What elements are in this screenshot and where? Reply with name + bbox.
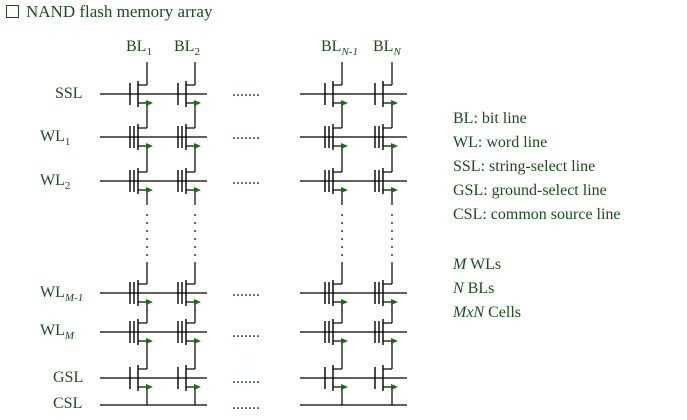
vertical-ellipsis-dot-c4 <box>391 214 393 216</box>
count-cells: MxN Cells <box>453 304 521 321</box>
vertical-ellipsis-dot-c4 <box>391 230 393 232</box>
vertical-ellipsis-dot-c3 <box>341 230 343 232</box>
transistor-c4-ssl-arrow <box>391 100 398 106</box>
legend-wl: WL: word line <box>453 134 548 151</box>
transistor-c4-gsl-arrow <box>391 384 398 390</box>
vertical-ellipsis-dot-c1 <box>146 230 148 232</box>
transistor-c3-ssl-arrow <box>341 100 348 106</box>
row-label-ssl: SSL <box>55 85 83 102</box>
transistor-c4-wlm-arrow <box>391 338 398 344</box>
transistor-c2-wlm-1-arrow <box>194 299 201 305</box>
transistor-c1-wl1-arrow <box>146 143 153 149</box>
ellipsis-wlm: ....... <box>232 324 260 341</box>
vertical-ellipsis-dot-c3 <box>341 246 343 248</box>
vertical-ellipsis-dot-c3 <box>341 238 343 240</box>
transistor-c3-wl1-arrow <box>341 143 348 149</box>
ellipsis-ssl: ....... <box>232 83 260 100</box>
legend-gsl: GSL: ground-select line <box>453 182 607 199</box>
vertical-ellipsis-dot-c1 <box>146 238 148 240</box>
transistor-c3-wlm-1-arrow <box>341 299 348 305</box>
ellipsis-wl2: ....... <box>232 171 260 188</box>
ellipsis-wl1: ....... <box>232 126 260 143</box>
transistor-c3-wlm-arrow <box>341 338 348 344</box>
vertical-ellipsis-dot-c2 <box>194 222 196 224</box>
checkbox-bullet-icon <box>6 5 19 18</box>
transistor-c3-gsl-arrow <box>341 384 348 390</box>
ellipsis-csl: ....... <box>232 396 260 413</box>
transistor-c4-wlm-1-arrow <box>391 299 398 305</box>
count-bls: N BLs <box>453 280 495 297</box>
row-label-gsl: GSL <box>53 369 84 386</box>
vertical-ellipsis-dot-c3 <box>341 222 343 224</box>
column-label-bl2: BL2 <box>174 38 200 58</box>
transistor-c1-wlm-1-arrow <box>146 299 153 305</box>
row-label-wl2: WL2 <box>40 172 71 192</box>
row-label-wl1: WL1 <box>40 128 71 148</box>
transistor-c2-ssl-arrow <box>194 100 201 106</box>
transistor-c2-wl1-arrow <box>194 143 201 149</box>
vertical-ellipsis-dot-c2 <box>194 254 196 256</box>
transistor-c1-wl2-arrow <box>146 187 153 193</box>
vertical-ellipsis-dot-c2 <box>194 238 196 240</box>
ellipsis-wlm-1: ....... <box>232 283 260 300</box>
vertical-ellipsis-dot-c4 <box>391 238 393 240</box>
transistor-c2-wl2-arrow <box>194 187 201 193</box>
vertical-ellipsis-dot-c1 <box>146 222 148 224</box>
vertical-ellipsis-dot-c2 <box>194 214 196 216</box>
vertical-ellipsis-dot-c4 <box>391 222 393 224</box>
column-label-bln: BLN <box>373 38 401 58</box>
row-label-wlm-1: WLM-1 <box>40 284 84 304</box>
vertical-ellipsis-dot-c1 <box>146 254 148 256</box>
transistor-c4-wl2-arrow <box>391 187 398 193</box>
legend-ssl: SSL: string-select line <box>453 158 596 175</box>
transistor-c2-gsl-arrow <box>194 384 201 390</box>
title-text: NAND flash memory array <box>26 2 213 21</box>
legend-bl: BL: bit line <box>453 110 527 127</box>
column-label-bln-1: BLN-1 <box>321 38 358 58</box>
vertical-ellipsis-dot-c3 <box>341 214 343 216</box>
legend-csl: CSL: common source line <box>453 206 621 223</box>
count-wls: M WLs <box>453 256 502 273</box>
transistor-c2-wlm-arrow <box>194 338 201 344</box>
vertical-ellipsis-dot-c1 <box>146 214 148 216</box>
ellipsis-gsl: ....... <box>232 370 260 387</box>
vertical-ellipsis-dot-c4 <box>391 246 393 248</box>
vertical-ellipsis-dot-c3 <box>341 254 343 256</box>
column-label-bl1: BL1 <box>126 38 152 58</box>
vertical-ellipsis-dot-c2 <box>194 230 196 232</box>
transistor-c1-wlm-arrow <box>146 338 153 344</box>
row-label-wlm: WLM <box>40 322 75 342</box>
vertical-ellipsis-dot-c2 <box>194 246 196 248</box>
slide-title: NAND flash memory array <box>6 2 212 22</box>
vertical-ellipsis-dot-c4 <box>391 254 393 256</box>
transistor-c4-wl1-arrow <box>391 143 398 149</box>
transistor-c3-wl2-arrow <box>341 187 348 193</box>
transistor-c1-gsl-arrow <box>146 384 153 390</box>
row-label-csl: CSL <box>53 395 83 412</box>
vertical-ellipsis-dot-c1 <box>146 246 148 248</box>
transistor-c1-ssl-arrow <box>146 100 153 106</box>
